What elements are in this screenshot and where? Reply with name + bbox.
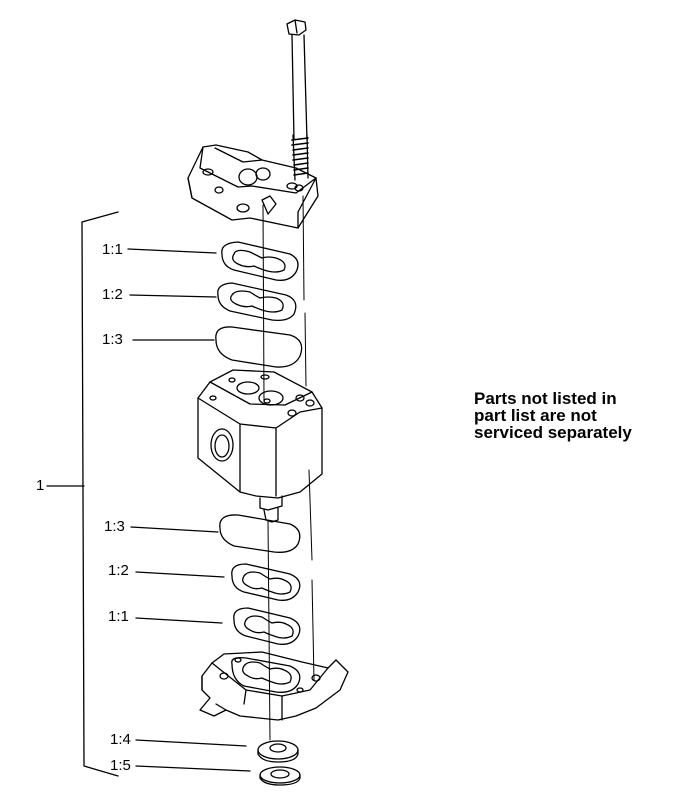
callout-top-oring: 1:3 <box>102 331 123 348</box>
oring-top <box>215 326 303 368</box>
service-note: Parts not listed in part list are not se… <box>474 390 632 441</box>
gasket-bottom-1 <box>233 607 301 645</box>
top-cover <box>187 144 319 229</box>
bottom-cover <box>199 651 349 721</box>
callout-assembly: 1 <box>36 477 45 494</box>
pump-body <box>197 369 323 523</box>
service-note-line-1: Parts not listed in <box>474 389 617 408</box>
assembly-bracket <box>46 211 119 777</box>
alignment-lines <box>262 195 315 741</box>
gasket-bottom-2 <box>231 563 301 601</box>
leader-lines <box>127 248 251 772</box>
gasket-top-1 <box>221 241 299 281</box>
callout-bottom-oring: 1:3 <box>104 518 125 535</box>
callout-bottom-gasket-2: 1:2 <box>108 562 129 579</box>
callout-top-gasket-2: 1:2 <box>102 286 123 303</box>
callout-washer-1: 1:4 <box>110 731 131 748</box>
washer-1 <box>257 740 299 763</box>
gasket-top-2 <box>217 282 297 322</box>
oring-bottom <box>219 514 301 553</box>
service-note-line-3: serviced separately <box>474 423 632 442</box>
service-note-line-2: part list are not <box>474 406 597 425</box>
washer-2 <box>259 766 301 786</box>
callout-bottom-gasket-1: 1:1 <box>108 608 129 625</box>
bolt <box>286 19 309 181</box>
callout-washer-2: 1:5 <box>110 757 131 774</box>
callout-top-gasket-1: 1:1 <box>102 241 123 258</box>
